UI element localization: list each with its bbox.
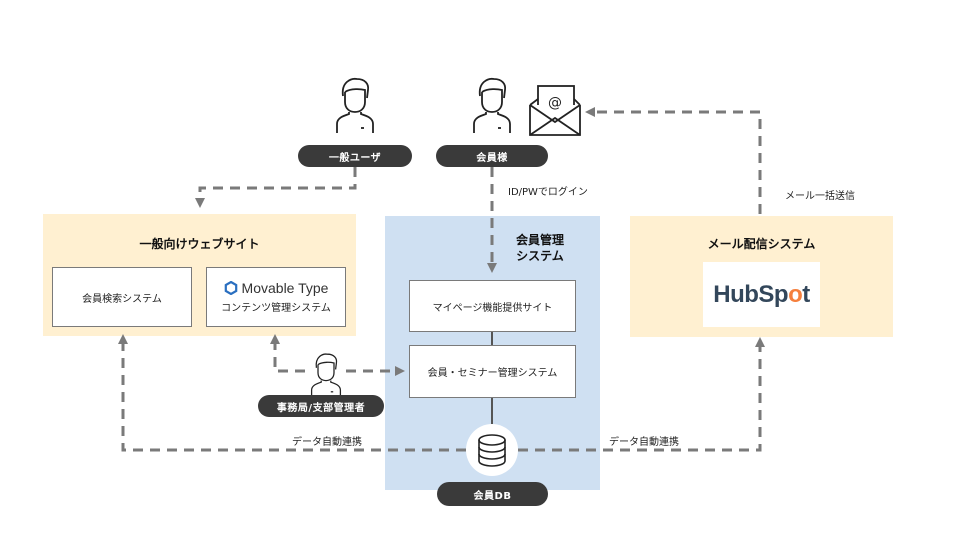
- connector-admin-to-cms: [270, 334, 305, 373]
- member-search-label: 会員検索システム: [82, 293, 162, 305]
- movable-type-logo: Movable Type: [224, 280, 329, 296]
- mail-envelope-icon: @: [529, 85, 581, 136]
- connector-data-sync-right: [518, 337, 765, 452]
- member-mgmt-title-line1: 会員管理: [515, 233, 564, 247]
- seminar-label: 会員・セミナー管理システム: [427, 368, 558, 379]
- member-pill: 会員様: [436, 145, 548, 167]
- connector-data-sync-left: [118, 334, 466, 452]
- login-label: ID/PWでログイン: [508, 187, 588, 198]
- data-sync-left-label: データ自動連携: [292, 437, 362, 448]
- member-mgmt-title-line2: システム: [516, 249, 564, 263]
- cms-brand: Movable Type: [241, 280, 329, 296]
- general-user-pill: 一般ユーザ: [298, 145, 412, 167]
- data-sync-right-label: データ自動連携: [609, 437, 679, 448]
- general-site-title: 一般向けウェブサイト: [139, 237, 260, 251]
- member-icon: [473, 77, 511, 133]
- hubspot-text-2: t: [802, 280, 810, 308]
- member-db-pill: 会員DB: [437, 482, 548, 506]
- connector-general-user-to-site: [195, 167, 357, 208]
- seminar-box[interactable]: 会員・セミナー管理システム: [409, 345, 576, 398]
- mypage-label: マイページ機能提供サイト: [432, 302, 553, 314]
- general-user-icon: [336, 77, 374, 133]
- admin-pill: 事務局/支部管理者: [258, 395, 384, 417]
- admin-icon: [310, 353, 342, 396]
- hubspot-text-1: HubSp: [713, 280, 789, 308]
- hubspot-sprocket: o: [788, 280, 803, 308]
- connector-bulk-mail: [585, 107, 762, 214]
- db-circle: [466, 424, 518, 476]
- movable-type-icon: [224, 281, 237, 295]
- svg-text:@: @: [548, 95, 562, 111]
- mail-system-title: メール配信システム: [707, 237, 816, 251]
- member-mgmt-title: 会員管理 システム: [505, 232, 575, 264]
- cms-box[interactable]: Movable Type コンテンツ管理システム: [206, 267, 346, 327]
- cms-label: コンテンツ管理システム: [221, 303, 331, 314]
- database-icon: [478, 434, 506, 467]
- mypage-box[interactable]: マイページ機能提供サイト: [409, 280, 576, 332]
- bulk-mail-label: メール一括送信: [785, 191, 855, 202]
- member-search-box[interactable]: 会員検索システム: [52, 267, 192, 327]
